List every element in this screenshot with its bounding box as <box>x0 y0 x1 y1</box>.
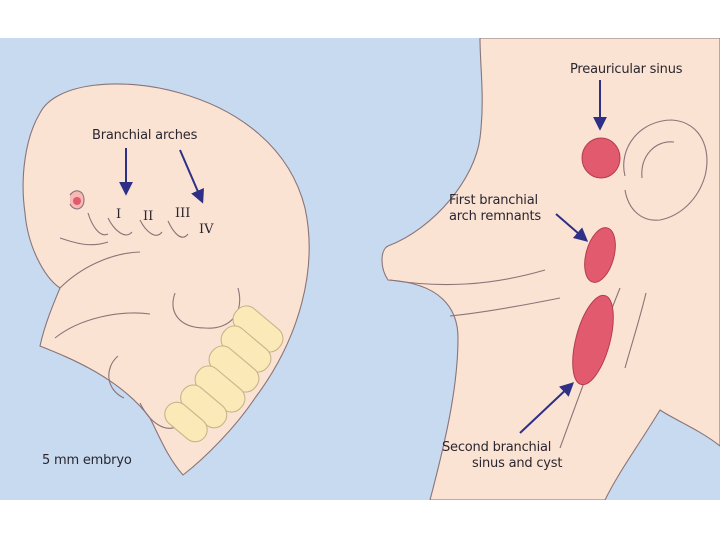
arch-label-1: I <box>116 207 122 222</box>
embryo-caption: 5 mm embryo <box>42 453 132 468</box>
second-arch-arrow <box>519 382 575 434</box>
first-arch-remnant-mark <box>584 227 616 283</box>
second-arch-cyst-mark <box>572 294 614 386</box>
first-arch-label-line1: First branchial <box>449 193 538 208</box>
lesions <box>572 137 621 386</box>
arch-label-3: III <box>175 206 191 221</box>
diagram-figure: Branchial arches I II III IV 5 mm embryo… <box>0 37 720 501</box>
preauricular-sinus-mark <box>581 137 621 179</box>
arch-label-2: II <box>143 209 154 224</box>
second-arch-label-line2: sinus and cyst <box>472 456 563 471</box>
somites <box>164 305 284 443</box>
first-arch-arrow <box>555 213 589 242</box>
neck-silhouette <box>381 37 720 501</box>
second-arch-label-line1: Second branchial <box>442 440 552 455</box>
embryo-illustration <box>22 83 310 476</box>
diagram-svg <box>0 37 720 501</box>
branchial-arches-label: Branchial arches <box>92 128 198 143</box>
arch-arrow-2 <box>179 149 204 204</box>
neck-illustration <box>381 37 720 501</box>
first-arch-label-line2: arch remnants <box>449 209 541 224</box>
preauricular-sinus-label: Preauricular sinus <box>570 62 683 77</box>
arch-label-4: IV <box>199 222 214 237</box>
